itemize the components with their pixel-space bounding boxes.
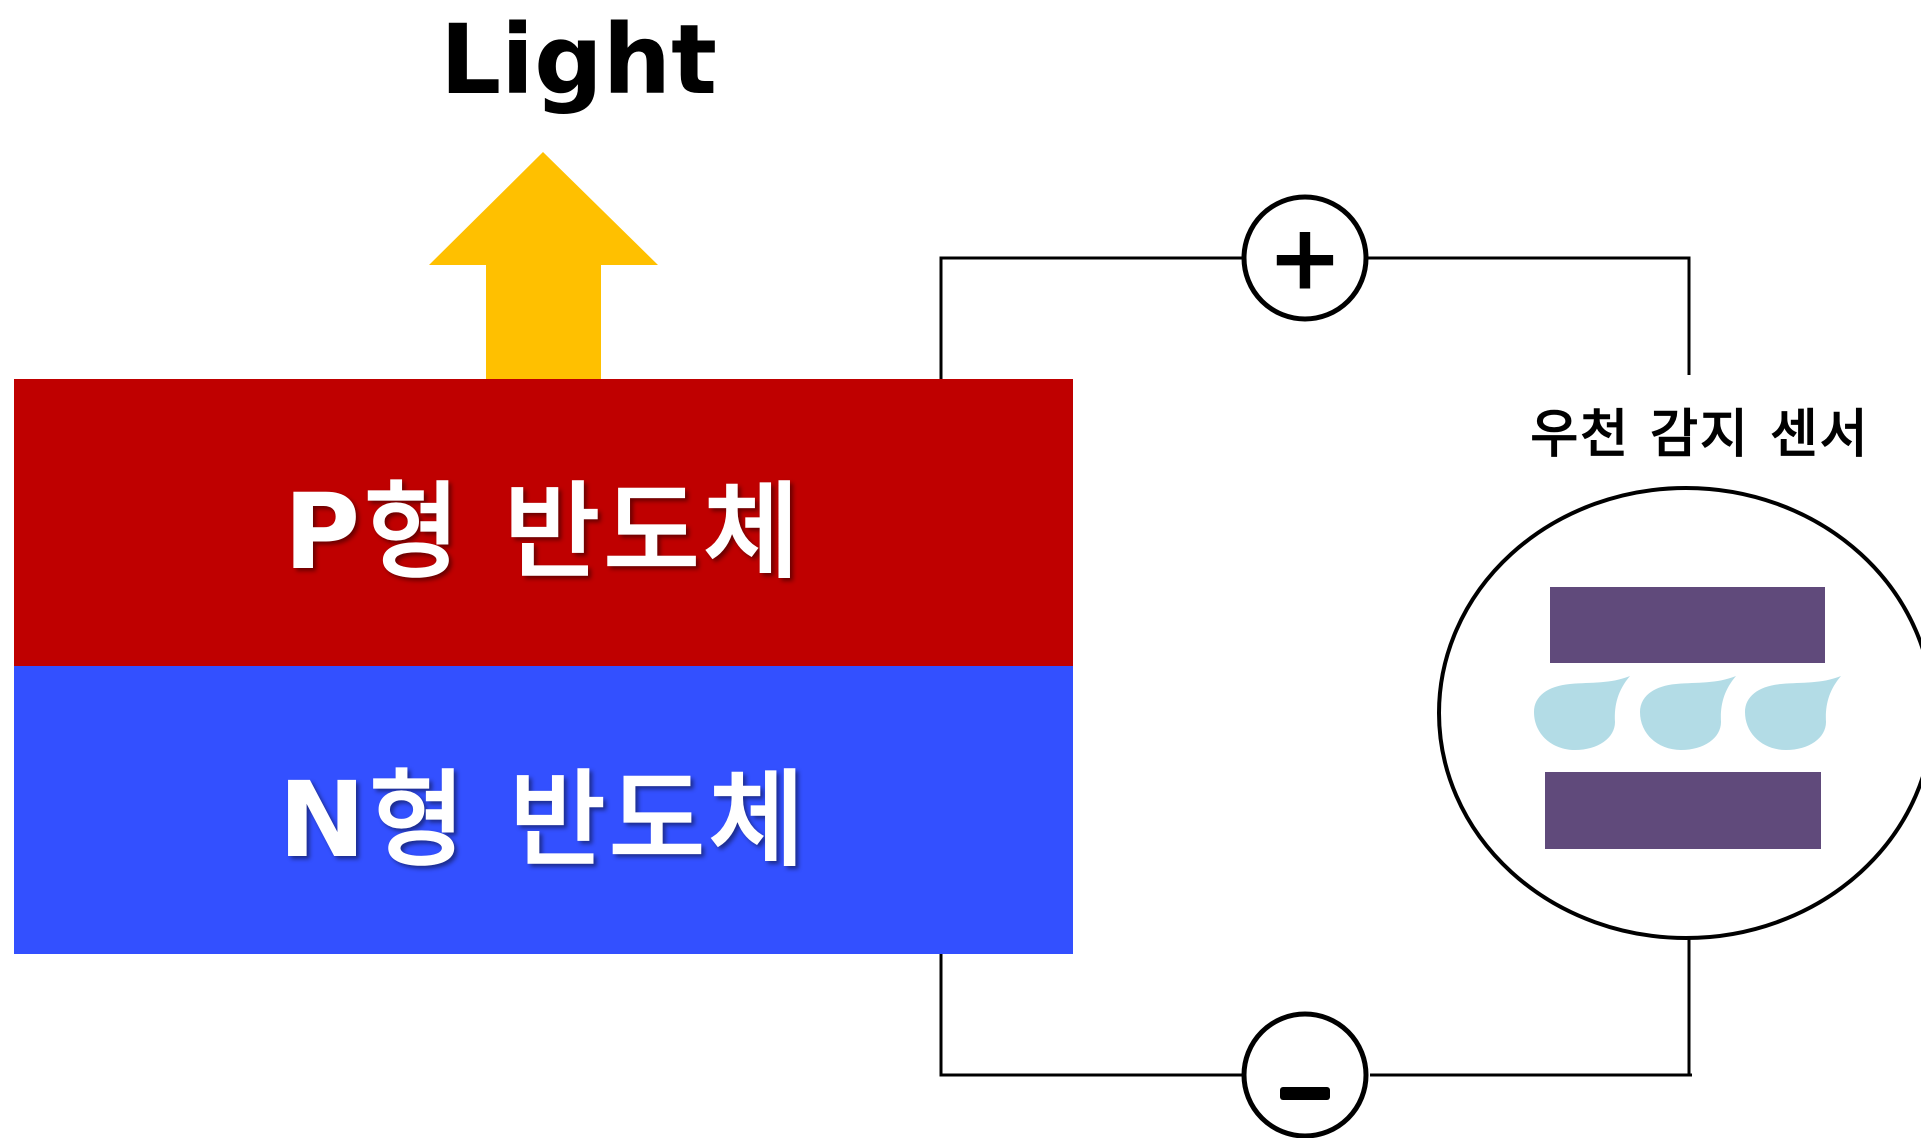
- plus-icon: +: [1267, 206, 1342, 311]
- positive-terminal: +: [1241, 194, 1369, 322]
- circuit-wires: [939, 256, 1692, 1077]
- rain-sensor: [1437, 486, 1921, 940]
- light-label: Light: [440, 4, 718, 116]
- minus-icon: [1280, 1087, 1330, 1100]
- rain-sensor-title: 우천 감지 센서: [1530, 405, 1870, 465]
- sensor-bottom-plate: [1545, 772, 1821, 849]
- sensor-top-plate: [1550, 587, 1825, 663]
- light-arrow-icon: [429, 152, 658, 380]
- n-type-label: N형 반도체: [278, 758, 809, 881]
- water-droplet-icon: [1534, 676, 1630, 750]
- p-type-semiconductor-layer: P형 반도체: [14, 379, 1073, 666]
- n-type-semiconductor-layer: N형 반도체: [14, 666, 1073, 954]
- water-droplet-icon: [1640, 676, 1736, 750]
- negative-terminal: [1241, 1011, 1369, 1138]
- p-type-label: P형 반도체: [283, 471, 804, 593]
- water-droplet-icon: [1745, 676, 1841, 750]
